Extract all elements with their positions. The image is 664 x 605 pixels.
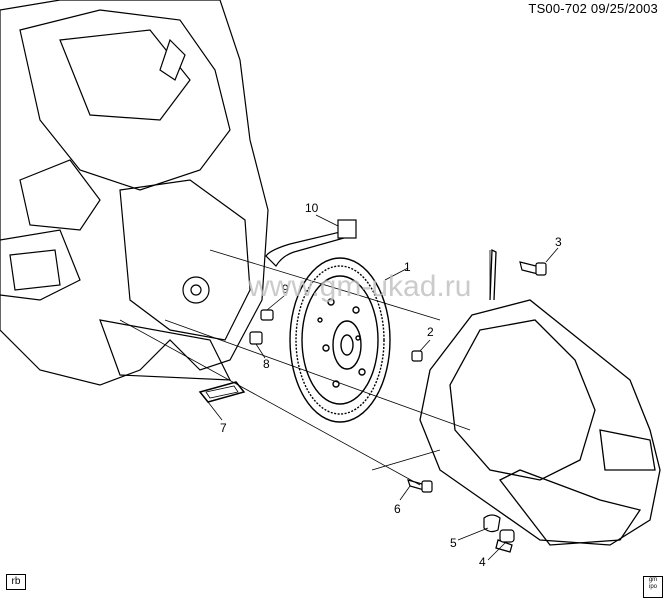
tube-part xyxy=(265,219,357,267)
transmission-assembly xyxy=(419,248,661,553)
callout-labels: 1 2 3 4 5 6 7 8 9 10 xyxy=(220,201,562,569)
callout-3: 3 xyxy=(555,235,562,249)
corner-tag: rb xyxy=(6,574,26,590)
engine-assembly xyxy=(0,0,269,386)
callout-1: 1 xyxy=(404,260,411,274)
bolt-part-2 xyxy=(411,350,423,362)
watermark-text: www.gm-ukad.ru xyxy=(248,270,472,303)
clip-part xyxy=(483,514,501,533)
callout-4: 4 xyxy=(479,555,486,569)
bolt-part-6 xyxy=(407,479,433,493)
callout-5: 5 xyxy=(450,536,457,550)
callout-2: 2 xyxy=(427,325,434,339)
bolt-part-9 xyxy=(260,309,274,321)
callout-6: 6 xyxy=(394,502,401,516)
callout-9: 9 xyxy=(282,282,289,296)
gm-badge-icon: gm ipo xyxy=(643,576,663,598)
callout-7: 7 xyxy=(220,421,227,435)
plug-part xyxy=(249,331,263,345)
callout-10: 10 xyxy=(305,201,319,215)
flexplate-part xyxy=(289,257,391,423)
leader-lines xyxy=(119,214,559,561)
gasket-part xyxy=(198,381,246,403)
callout-8: 8 xyxy=(263,357,270,371)
reference-id: TS00-702 09/25/2003 xyxy=(528,1,658,16)
drain-plug-part xyxy=(499,529,515,543)
bolt-part-3 xyxy=(519,261,547,276)
badge-text: gm ipo xyxy=(648,577,658,590)
